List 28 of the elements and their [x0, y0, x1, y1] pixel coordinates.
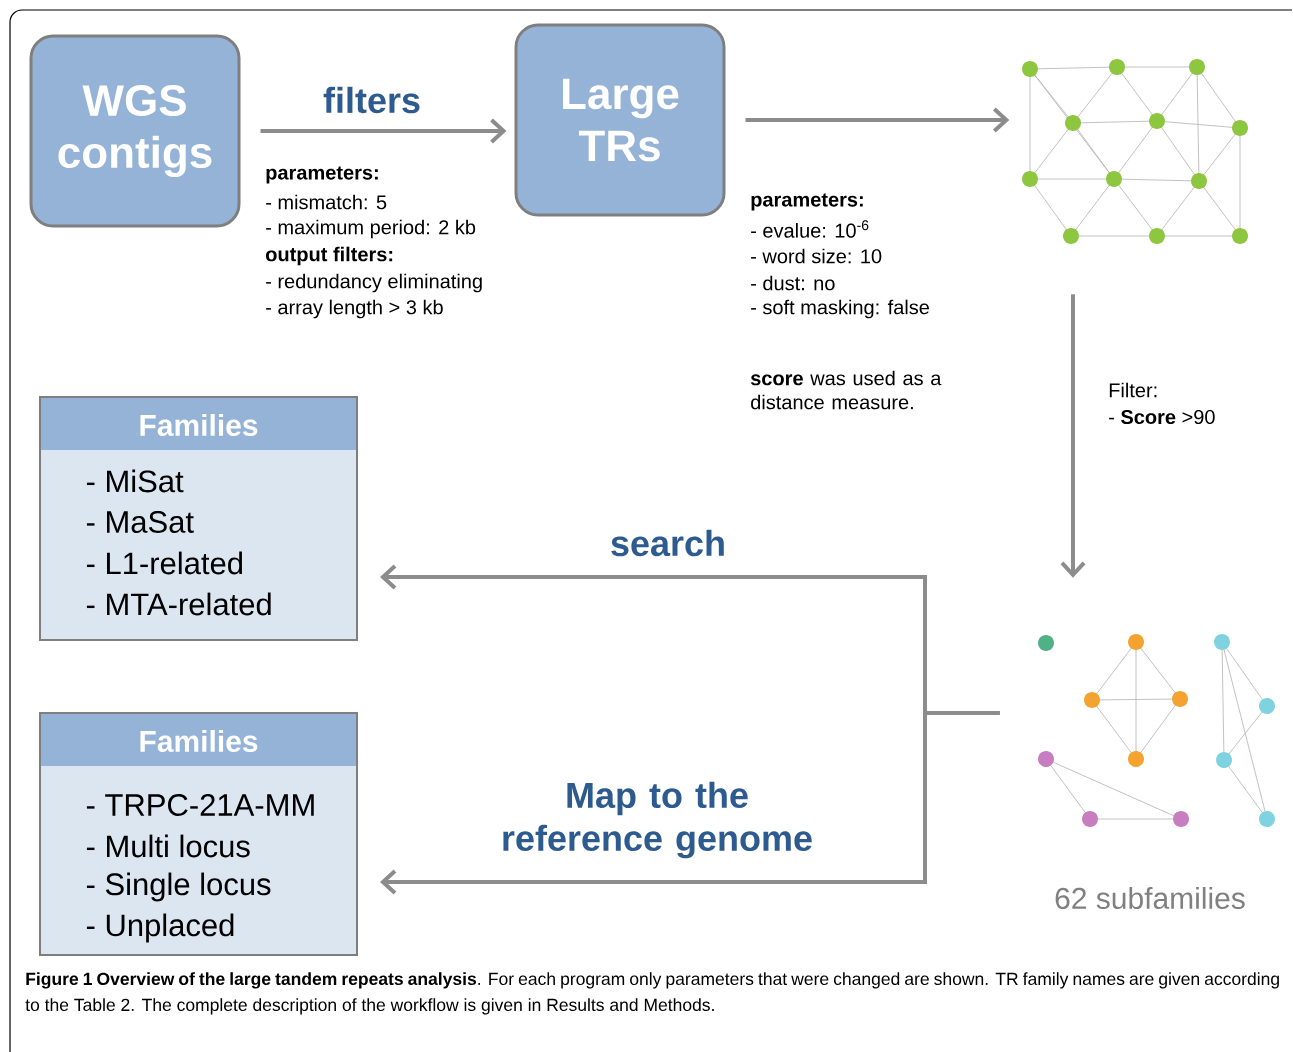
- arrow: [745, 107, 1010, 133]
- parameter-text: score was used as a distance measure.: [750, 370, 942, 410]
- parameter-text: - array length > 3 kb: [266, 299, 443, 319]
- list-box: Families - TRPC-21A-MM - Multi locus - Single locus - Unplaced: [39, 712, 358, 956]
- arrow: [1060, 294, 1086, 578]
- parameter-text: - evalue: 10$^{-6}$: [751, 220, 869, 238]
- process-box: Large TRs: [514, 23, 726, 217]
- edge-label: Map to the reference genome: [503, 781, 812, 859]
- parameter-text: Filter:: [1109, 382, 1157, 398]
- parameter-text: parameters:: [266, 166, 378, 184]
- edge-label: search: [611, 529, 724, 557]
- parameter-text: - maximum period: 2 kb: [266, 219, 476, 239]
- edge-label: filters: [323, 86, 420, 114]
- parameter-text: - Score >90: [1109, 409, 1215, 425]
- list-box: Families - MiSat - MaSat - L1-related - MTA-related: [39, 396, 358, 641]
- parameter-text: - dust: no: [751, 275, 835, 291]
- process-box: WGS contigs: [29, 34, 241, 228]
- node-caption: 62 subfamilies: [1055, 887, 1245, 909]
- parameter-text: - soft masking: false: [751, 299, 929, 319]
- parameter-text: parameters:: [751, 193, 863, 211]
- parameter-text: output filters:: [266, 246, 393, 266]
- arrow: [380, 711, 1000, 895]
- caption: Figure 1 Overview of the large tandem repeats analysis. For each program only parameters that were changed are shown. TR family names are given according to the Table 2. The complete description of the workflow is given in Results and Methods.: [25, 972, 1279, 1015]
- parameter-text: - word size: 10: [751, 248, 882, 264]
- parameter-text: - redundancy eliminating: [266, 273, 482, 293]
- parameter-text: - mismatch: 5: [266, 194, 387, 210]
- arrow: [260, 118, 507, 144]
- network-drawing: [1022, 59, 1248, 244]
